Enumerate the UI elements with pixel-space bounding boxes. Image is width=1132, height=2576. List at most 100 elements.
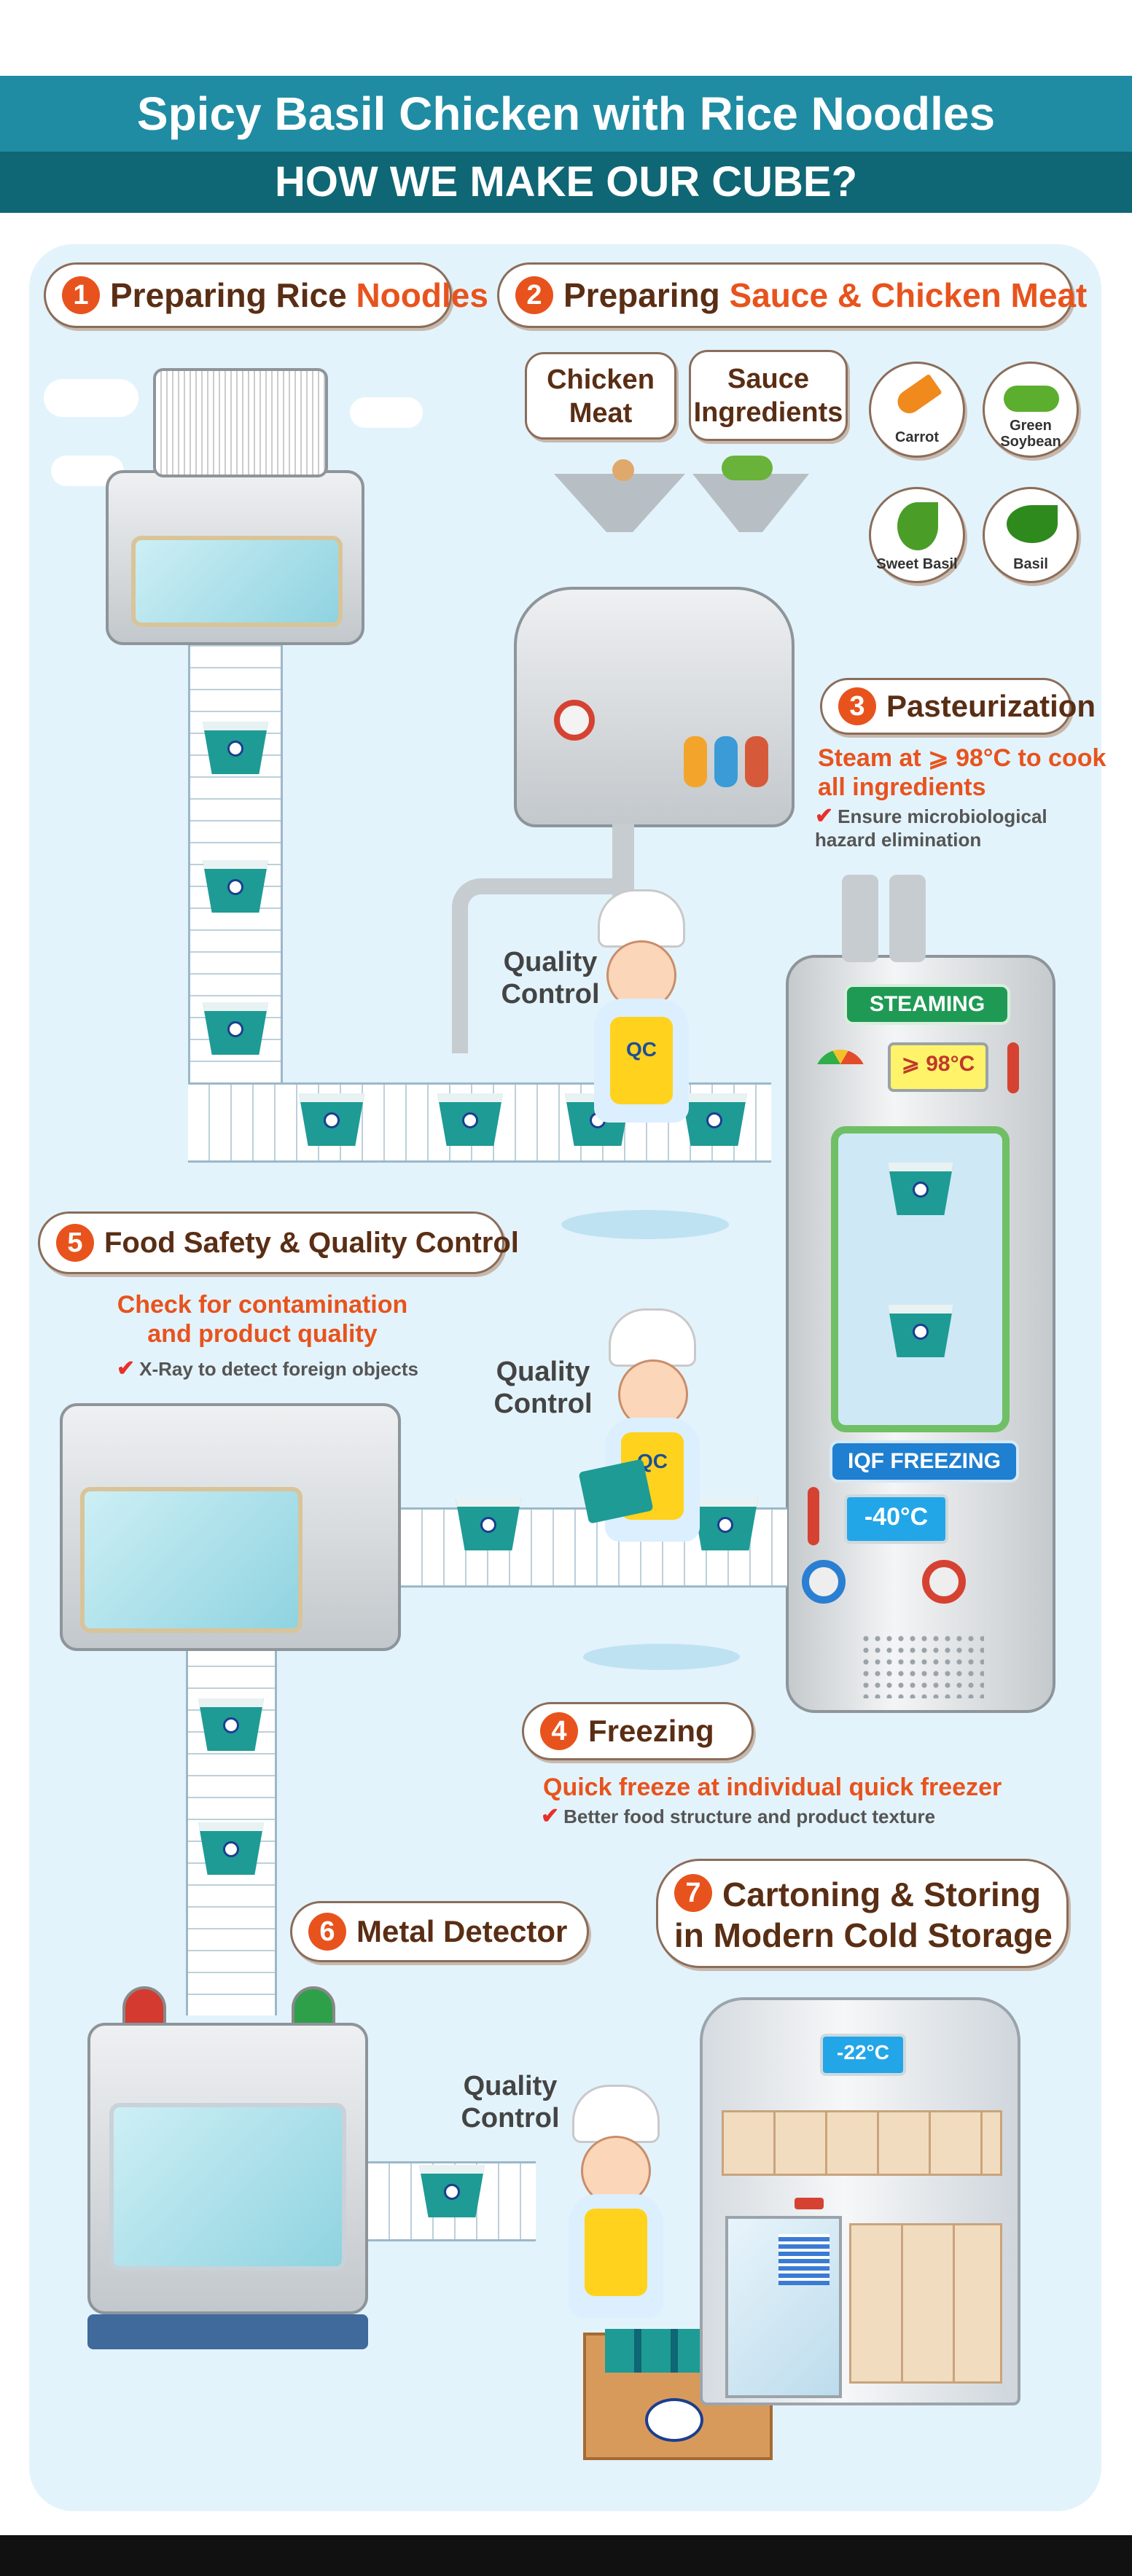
step-3-label: 3 Pasteurization: [820, 678, 1096, 735]
thermometer-icon: [1007, 1042, 1019, 1093]
product-cube-icon: [437, 1093, 503, 1146]
valve-icon: [922, 1560, 966, 1604]
thermometer-icon: [808, 1487, 819, 1545]
step-5-check: ✔X-Ray to detect foreign objects: [117, 1357, 418, 1381]
step-4-description: Quick freeze at individual quick freezer: [543, 1773, 1002, 1801]
step-4-check: ✔Better food structure and product textu…: [541, 1804, 936, 1828]
step-number: 5: [56, 1224, 94, 1262]
gauge-icon: [684, 736, 707, 787]
brand-logo-icon: [645, 2398, 703, 2442]
product-cube-icon: [203, 860, 268, 913]
quality-control-label: Quality Control: [461, 2071, 560, 2134]
cloud-icon: [350, 397, 423, 428]
step-1-label: 1 Preparing Rice Noodles: [44, 262, 488, 328]
step-text: Pasteurization: [886, 689, 1096, 723]
shadow: [583, 1644, 740, 1670]
step-text: Cartoning & Storing: [722, 1876, 1041, 1913]
apron-qc-label: QC: [610, 1017, 673, 1104]
storage-temp-display: -22°C: [820, 2034, 906, 2076]
step-text: Freezing: [588, 1714, 714, 1748]
door-light-icon: [795, 2198, 824, 2209]
step-3-check: ✔Ensure microbiological hazard eliminati…: [815, 804, 1047, 851]
subtitle-bar: [0, 152, 1132, 213]
step-text: Preparing Rice: [110, 276, 356, 314]
chef-hat-icon: [572, 2085, 660, 2143]
step-text: Food Safety & Quality Control: [104, 1226, 519, 1259]
freezing-temp-display: -40°C: [844, 1494, 948, 1544]
product-cube-icon: [456, 1498, 521, 1550]
product-cube-icon: [198, 1822, 264, 1875]
cloud-icon: [44, 379, 138, 417]
step-2-label: 2 Preparing Sauce & Chicken Meat: [497, 262, 1087, 328]
product-cube-icon: [888, 1305, 953, 1357]
green-soybean-icon: Green Soybean: [983, 362, 1079, 458]
noodle-hopper: [153, 368, 328, 477]
apron-icon: [585, 2209, 647, 2296]
step-5-label: 5 Food Safety & Quality Control: [38, 1211, 519, 1274]
step-4-label: 4 Freezing: [522, 1702, 754, 1760]
iqf-freezing-label: IQF FREEZING: [830, 1440, 1019, 1483]
pipe: [842, 875, 878, 962]
step-text: Preparing: [563, 276, 730, 314]
chef-hat-icon: [598, 889, 685, 948]
sweet-basil-icon: Sweet Basil: [869, 487, 965, 583]
product-cube-icon: [692, 1498, 758, 1550]
dial-icon: [802, 1560, 846, 1604]
page-title: Spicy Basil Chicken with Rice Noodles: [136, 87, 996, 140]
herbs-icon: [722, 456, 773, 480]
title-bar: [0, 76, 1132, 152]
storage-shelf: [722, 2110, 1002, 2176]
pipe: [889, 875, 926, 962]
step-6-label: 6 Metal Detector: [290, 1901, 589, 1962]
pipe: [612, 824, 634, 897]
gauge-icon: [714, 736, 738, 787]
step-number: 6: [308, 1913, 346, 1951]
step-text-highlight: Noodles: [356, 276, 488, 314]
checkmark-icon: ✔: [541, 1804, 560, 1828]
chicken-meat-label: Chicken Meat: [525, 352, 676, 440]
step-number: 3: [838, 687, 876, 725]
detector-base: [87, 2314, 368, 2349]
sauce-mixer-machine: [514, 587, 795, 827]
product-cube-icon: [419, 2165, 485, 2217]
x-ray-window: [80, 1487, 302, 1633]
storage-shelf: [849, 2223, 1002, 2384]
footer-bar: [0, 2535, 1132, 2576]
metal-detector-window: [109, 2103, 346, 2271]
valve-icon: [554, 700, 595, 741]
step-number: 4: [540, 1712, 578, 1750]
quality-control-label: Quality Control: [493, 1357, 593, 1419]
step-text: in Modern Cold Storage: [674, 1916, 1053, 1954]
product-cube-icon: [203, 722, 268, 774]
product-cube-icon: [299, 1093, 364, 1146]
step-number: 7: [674, 1874, 712, 1912]
step-number: 2: [515, 276, 553, 314]
page-subtitle: HOW WE MAKE OUR CUBE?: [274, 158, 858, 206]
product-cube-icon: [888, 1163, 953, 1215]
sauce-ingredients-label: Sauce Ingredients: [689, 350, 848, 441]
gauge-icon: [745, 736, 768, 787]
step-number: 1: [62, 276, 100, 314]
product-cube-icon: [682, 1093, 747, 1146]
chicken-meat-icon: [612, 459, 634, 481]
keypad-icon: [778, 2234, 830, 2285]
product-cube-icon: [203, 1002, 268, 1055]
step-text: Metal Detector: [356, 1914, 568, 1948]
noodle-machine-window: [131, 536, 343, 627]
step-text-highlight: Sauce & Chicken Meat: [729, 276, 1088, 314]
chef-hat-icon: [609, 1308, 696, 1367]
pipe: [452, 878, 634, 1053]
product-cube-icon: [198, 1698, 264, 1751]
shadow: [561, 1210, 729, 1239]
quality-control-label: Quality Control: [501, 947, 600, 1010]
steaming-label: STEAMING: [844, 984, 1010, 1025]
vent-grille: [860, 1633, 984, 1698]
step-3-description: Steam at ⩾ 98°C to cook all ingredients: [818, 744, 1106, 801]
basil-icon: Basil: [983, 487, 1079, 583]
checkmark-icon: ✔: [815, 804, 834, 828]
step-7-label: 7 Cartoning & Storing in Modern Cold Sto…: [656, 1859, 1069, 1968]
steaming-temp-display: ⩾ 98°C: [888, 1042, 988, 1092]
carrot-icon: Carrot: [869, 362, 965, 458]
checkmark-icon: ✔: [117, 1357, 136, 1381]
step-5-description: Check for contamination and product qual…: [117, 1291, 408, 1348]
